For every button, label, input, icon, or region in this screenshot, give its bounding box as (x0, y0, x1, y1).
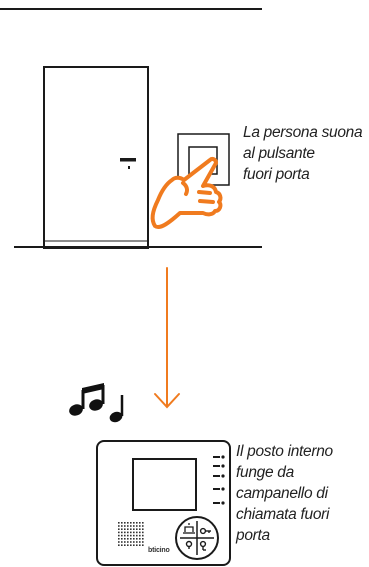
caption-line: campanello di (236, 485, 328, 502)
side-control (221, 464, 225, 468)
speaker-grille (118, 522, 144, 546)
video-screen (132, 458, 197, 511)
control-wheel (175, 516, 219, 560)
pointing-hand-icon (150, 157, 223, 229)
door (43, 66, 149, 249)
intercom-caption: Il posto interno funge da campanello di … (236, 441, 333, 546)
doorbell-caption: La persona suona al pulsante fuori porta (243, 122, 363, 185)
light-icon (185, 540, 193, 549)
side-control (221, 455, 225, 459)
brand-logo: bticino (148, 547, 170, 554)
key-icon (199, 527, 211, 535)
caption-line: funge da (236, 464, 294, 481)
down-arrow-icon (154, 267, 180, 409)
music-notes-icon (69, 383, 124, 423)
handset-icon (199, 540, 207, 551)
caption-line: Il posto interno (236, 443, 333, 460)
caption-line: fuori porta (243, 166, 310, 183)
caption-line: chiamata fuori (236, 506, 330, 523)
caption-line: La persona suona (243, 124, 363, 141)
side-control (221, 501, 225, 505)
caption-line: porta (236, 527, 270, 544)
caption-line: al pulsante (243, 145, 315, 162)
door-handle (120, 158, 136, 162)
side-control (221, 474, 225, 478)
intercom-handset (96, 440, 231, 566)
bell-icon (183, 523, 195, 534)
side-control (221, 487, 225, 491)
